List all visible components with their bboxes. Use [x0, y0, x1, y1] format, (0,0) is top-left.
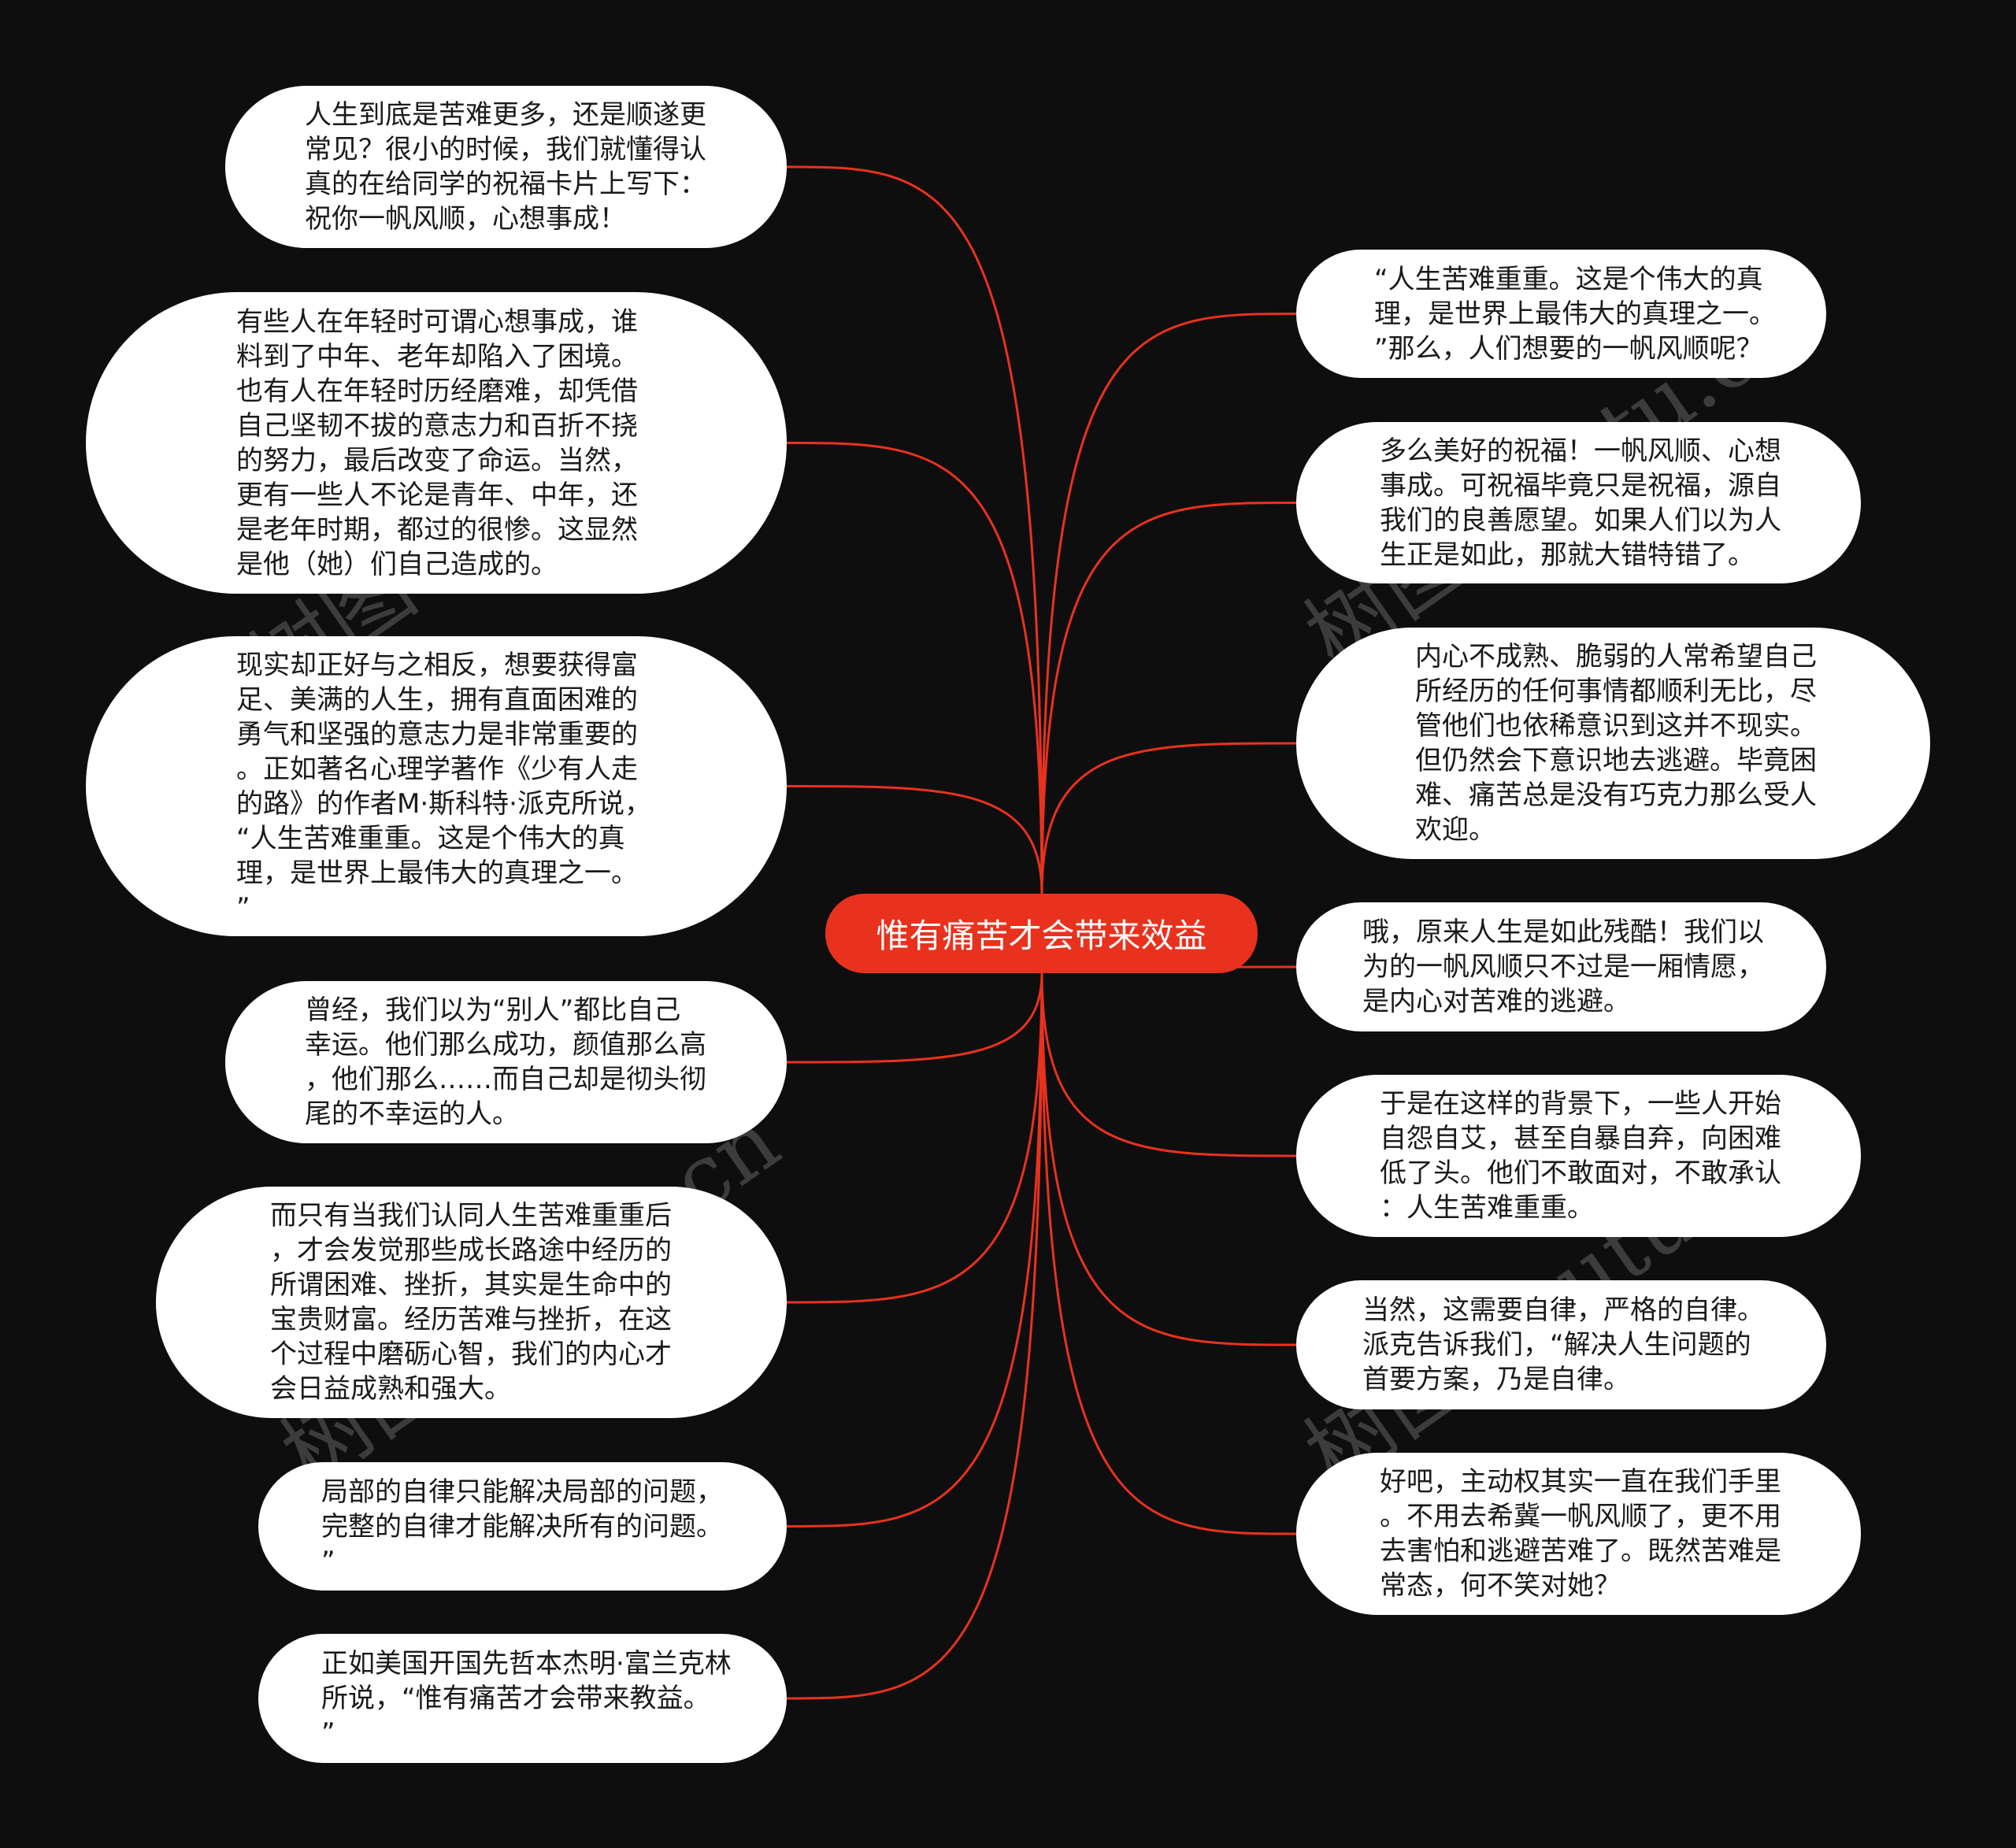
edge	[786, 972, 1043, 1700]
left-node[interactable]: 正如美国开国先哲本杰明·富兰克林 所说，“惟有痛苦才会带来教益。 ”	[258, 1634, 787, 1763]
node-text: 局部的自律只能解决局部的问题， 完整的自律才能解决所有的问题。 ”	[321, 1476, 723, 1577]
node-text: 多么美好的祝福！一帆风顺、心想 事成。可祝福毕竟只是祝福，源自 我们的良善愿望。…	[1380, 435, 1781, 571]
right-node[interactable]: 多么美好的祝福！一帆风顺、心想 事成。可祝福毕竟只是祝福，源自 我们的良善愿望。…	[1296, 422, 1861, 583]
edge	[1040, 972, 1297, 1157]
edge	[1040, 972, 1297, 1535]
edge	[786, 972, 1043, 1304]
root-node[interactable]: 惟有痛苦才会带来效益	[825, 894, 1258, 973]
left-node[interactable]: 而只有当我们认同人生苦难重重后 ，才会发觉那些成长路途中经历的 所谓困难、挫折，…	[156, 1187, 787, 1418]
edge	[1040, 502, 1297, 894]
node-text: 好吧，主动权其实一直在我们手里 。不用去希冀一帆风顺了，更不用 去害怕和逃避苦难…	[1380, 1466, 1781, 1602]
node-text: 当然，这需要自律，严格的自律。 派克告诉我们，“解决人生问题的 首要方案，乃是自…	[1362, 1294, 1764, 1395]
right-node[interactable]: 哦，原来人生是如此残酷！我们以 为的一帆风顺只不过是一厢情愿， 是内心对苦难的逃…	[1296, 902, 1826, 1031]
right-node[interactable]: 内心不成熟、脆弱的人常希望自己 所经历的任何事情都顺利无比，尽 管他们也依稀意识…	[1296, 628, 1930, 859]
edge	[786, 972, 1043, 1064]
node-text: 于是在这样的背景下，一些人开始 自怨自艾，甚至自暴自弃，向困难 低了头。他们不敢…	[1380, 1088, 1781, 1224]
node-text: 有些人在年轻时可谓心想事成，谁 料到了中年、老年却陷入了困境。 也有人在年轻时历…	[236, 306, 638, 580]
node-text: 内心不成熟、脆弱的人常希望自己 所经历的任何事情都顺利无比，尽 管他们也依稀意识…	[1415, 641, 1817, 846]
left-node[interactable]: 曾经，我们以为“别人”都比自己 幸运。他们那么成功，颜值那么高 ，他们那么……而…	[225, 981, 787, 1143]
edge	[1040, 972, 1297, 1346]
right-node[interactable]: 当然，这需要自律，严格的自律。 派克告诉我们，“解决人生问题的 首要方案，乃是自…	[1296, 1280, 1826, 1409]
left-node[interactable]: 有些人在年轻时可谓心想事成，谁 料到了中年、老年却陷入了困境。 也有人在年轻时历…	[86, 292, 787, 594]
node-text: 正如美国开国先哲本杰明·富兰克林 所说，“惟有痛苦才会带来教益。 ”	[321, 1648, 732, 1749]
right-node[interactable]: “人生苦难重重。这是个伟大的真 理，是世界上最伟大的真理之一。 ”那么，人们想要…	[1296, 250, 1826, 378]
left-node[interactable]: 现实却正好与之相反，想要获得富 足、美满的人生，拥有直面困难的 勇气和坚强的意志…	[86, 636, 787, 936]
edge	[786, 165, 1043, 894]
node-text: 而只有当我们认同人生苦难重重后 ，才会发觉那些成长路途中经历的 所谓困难、挫折，…	[270, 1200, 672, 1405]
node-text: 现实却正好与之相反，想要获得富 足、美满的人生，拥有直面困难的 勇气和坚强的意志…	[236, 649, 651, 924]
node-text: “人生苦难重重。这是个伟大的真 理，是世界上最伟大的真理之一。 ”那么，人们想要…	[1374, 263, 1776, 365]
left-node[interactable]: 局部的自律只能解决局部的问题， 完整的自律才能解决所有的问题。 ”	[258, 1462, 787, 1591]
edge	[1040, 313, 1297, 894]
right-node[interactable]: 好吧，主动权其实一直在我们手里 。不用去希冀一帆风顺了，更不用 去害怕和逃避苦难…	[1296, 1453, 1861, 1615]
node-text: 哦，原来人生是如此残酷！我们以 为的一帆风顺只不过是一厢情愿， 是内心对苦难的逃…	[1362, 917, 1764, 1017]
edge	[786, 442, 1043, 894]
node-text: 人生到底是苦难更多，还是顺遂更 常见？很小的时候，我们就懂得认 真的在给同学的祝…	[305, 99, 706, 235]
edge	[1040, 742, 1297, 894]
right-node[interactable]: 于是在这样的背景下，一些人开始 自怨自艾，甚至自暴自弃，向困难 低了头。他们不敢…	[1296, 1075, 1861, 1237]
root-label: 惟有痛苦才会带来效益	[876, 917, 1207, 955]
edge	[786, 972, 1043, 1528]
edge	[786, 785, 1043, 894]
left-node[interactable]: 人生到底是苦难更多，还是顺遂更 常见？很小的时候，我们就懂得认 真的在给同学的祝…	[225, 86, 787, 248]
node-text: 曾经，我们以为“别人”都比自己 幸运。他们那么成功，颜值那么高 ，他们那么……而…	[305, 994, 706, 1130]
